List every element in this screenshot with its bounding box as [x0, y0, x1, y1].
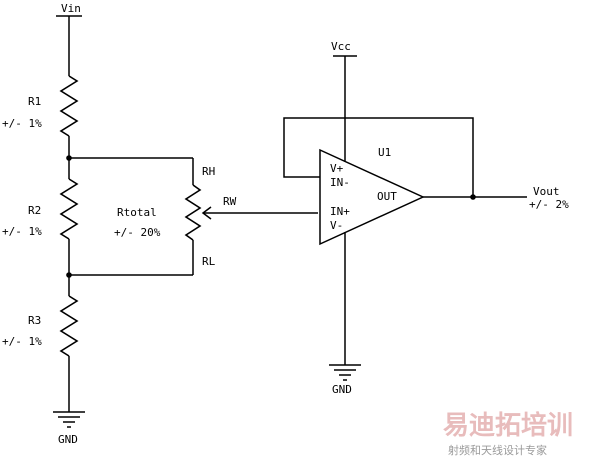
rh-label: RH: [202, 165, 215, 178]
watermark-logo: 易迪拓培训: [443, 411, 573, 441]
ground-symbol-left: [53, 411, 85, 428]
ground-symbol-right: [329, 364, 361, 381]
vcc-label: Vcc: [331, 40, 351, 53]
r1-resistor: [59, 75, 79, 137]
opamp-u1-triangle: [319, 148, 425, 246]
r2-tolerance: +/- 1%: [2, 225, 42, 238]
u1-label: U1: [378, 146, 391, 159]
rl-label: RL: [202, 255, 216, 268]
out-pin-label: OUT: [377, 190, 397, 203]
in-minus-pin-label: IN-: [330, 176, 350, 189]
rtotal-potentiometer: [184, 184, 202, 241]
junction-output: [470, 194, 476, 200]
watermark-tagline: 射频和天线设计专家: [448, 443, 547, 457]
gnd-left-label: GND: [58, 433, 78, 446]
vplus-pin-label: V+: [330, 162, 344, 175]
rtotal-tolerance: +/- 20%: [114, 226, 161, 239]
vout-tolerance: +/- 2%: [529, 198, 569, 211]
vin-label: Vin: [61, 2, 81, 15]
rw-label: RW: [223, 195, 237, 208]
wiper-arrowhead: [201, 206, 212, 220]
r2-label: R2: [28, 204, 41, 217]
r3-label: R3: [28, 314, 41, 327]
r2-resistor: [59, 178, 79, 240]
vminus-pin-label: V-: [330, 219, 343, 232]
r3-tolerance: +/- 1%: [2, 335, 42, 348]
rtotal-label: Rtotal: [117, 206, 157, 219]
r1-label: R1: [28, 95, 41, 108]
vout-label: Vout: [533, 185, 560, 198]
r3-resistor: [59, 295, 79, 357]
feedback-wire: [283, 117, 474, 197]
r1-tolerance: +/- 1%: [2, 117, 42, 130]
gnd-right-label: GND: [332, 383, 352, 396]
in-plus-pin-label: IN+: [330, 205, 350, 218]
